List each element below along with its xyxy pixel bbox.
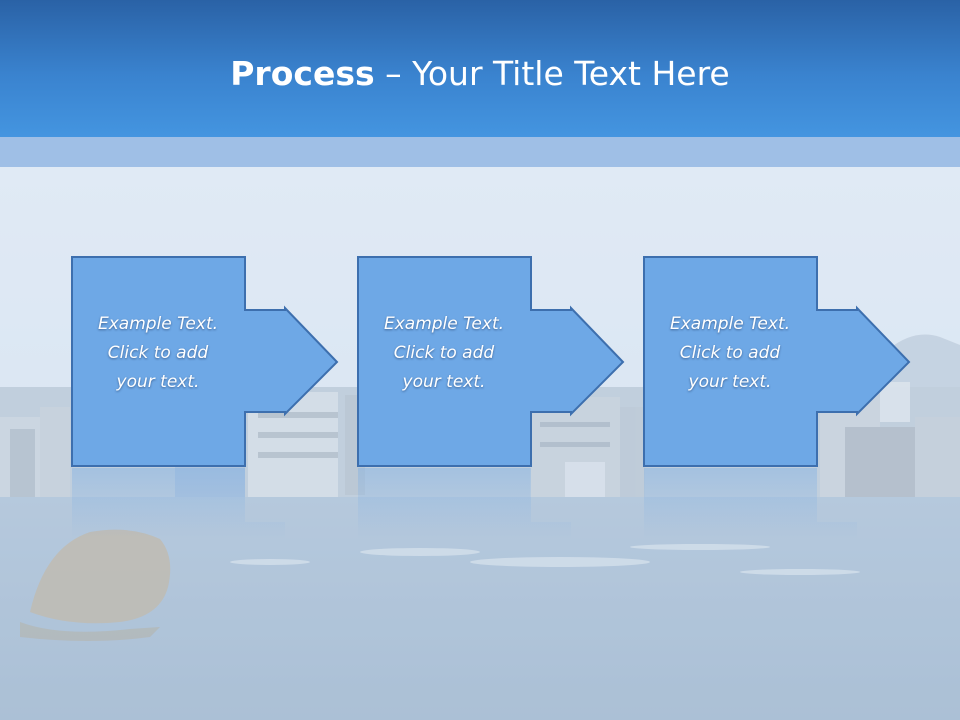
- arrow-box-shape: [71, 256, 339, 467]
- step-label: Example Text. Click to add your text.: [383, 314, 505, 392]
- title-bold: Process: [230, 54, 375, 93]
- header-bar: [0, 0, 960, 137]
- title-rest: – Your Title Text Here: [374, 54, 730, 93]
- step-label: Example Text. Click to add your text.: [669, 314, 791, 392]
- slide-title[interactable]: Process – Your Title Text Here: [0, 52, 960, 96]
- process-step-2[interactable]: Example Text. Click to add your text.: [357, 256, 629, 468]
- arrow-box-shape: [643, 256, 911, 467]
- header-stripe: [0, 137, 960, 167]
- arrow-box-shape: [357, 256, 625, 467]
- step-label: Example Text. Click to add your text.: [97, 314, 219, 392]
- process-step-3[interactable]: Example Text. Click to add your text.: [643, 256, 915, 468]
- process-step-1[interactable]: Example Text. Click to add your text.: [71, 256, 343, 468]
